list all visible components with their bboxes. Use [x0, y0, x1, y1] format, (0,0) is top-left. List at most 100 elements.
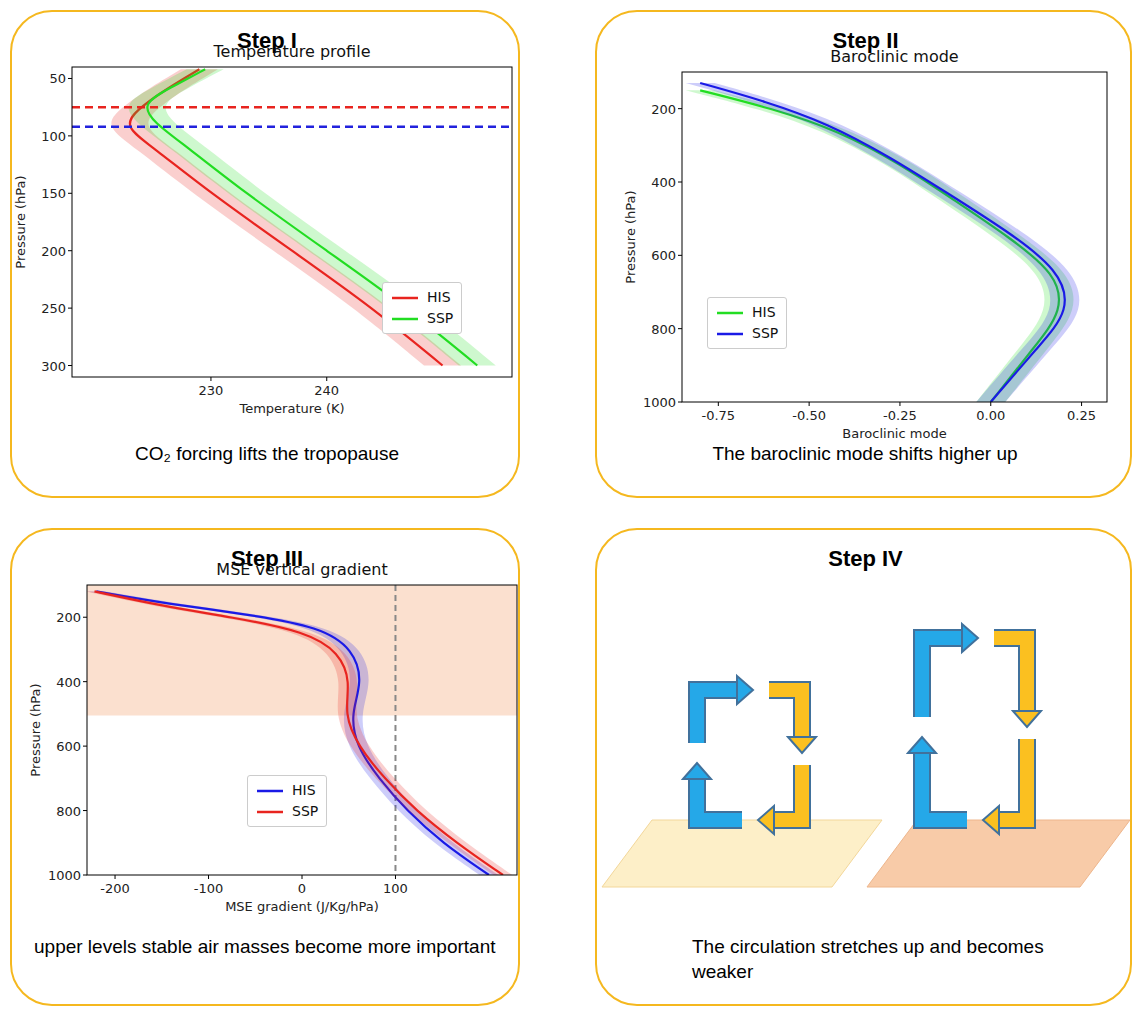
- tick-mark: [83, 810, 87, 811]
- tropopause-line: [72, 125, 512, 128]
- profile-line: [94, 591, 503, 875]
- axis-label: 200: [651, 101, 676, 116]
- circulation-arrow: [994, 638, 1041, 727]
- tick-mark: [678, 182, 682, 183]
- tick-mark: [83, 617, 87, 618]
- axis-label: -0.50: [792, 408, 826, 423]
- tick-mark: [990, 402, 991, 406]
- axis-label: 150: [41, 186, 66, 201]
- chart-title: MSE vertical gradient: [216, 560, 387, 579]
- circulation-arrow: [683, 763, 742, 820]
- tick-mark: [678, 108, 682, 109]
- tropopause-line: [72, 106, 512, 109]
- circulation-arrow: [983, 739, 1027, 834]
- chart-plot: [12, 12, 522, 500]
- axis-label: 50: [49, 71, 66, 86]
- tick-mark: [718, 402, 719, 406]
- axis-label: 600: [651, 248, 676, 263]
- step-caption: The circulation stretches up and becomes…: [692, 935, 1052, 984]
- axis-label: 200: [56, 610, 81, 625]
- circulation-arrow: [758, 765, 802, 834]
- axis-label: 250: [41, 301, 66, 316]
- tick-mark: [899, 402, 900, 406]
- axis-label: 800: [651, 321, 676, 336]
- chart-legend: HISSSP: [247, 775, 327, 827]
- tick-mark: [68, 250, 72, 251]
- step-panel: Step IIIupper levels stable air masses b…: [10, 528, 520, 1006]
- axis-label: Pressure (hPa): [13, 175, 28, 268]
- chart-legend: HISSSP: [382, 282, 462, 334]
- legend-text: HIS: [427, 287, 451, 308]
- axis-label: 200: [41, 243, 66, 258]
- uncertainty-band: [686, 83, 1080, 402]
- step-panel: Step IV The circulation stretches up and …: [595, 528, 1132, 1006]
- tick-mark: [115, 875, 116, 879]
- axis-label: -200: [100, 881, 130, 896]
- axis-label: 100: [383, 881, 408, 896]
- legend-text: SSP: [752, 323, 778, 344]
- circulation-arrow: [697, 676, 753, 743]
- axis-label: 1000: [48, 868, 81, 883]
- circulation-arrow: [922, 624, 978, 717]
- axis-label: 400: [651, 175, 676, 190]
- legend-line-sample: [716, 308, 744, 318]
- plot-frame: [72, 67, 512, 377]
- chart-title: Baroclinic mode: [830, 47, 958, 66]
- tick-mark: [68, 365, 72, 366]
- axis-label: 300: [41, 358, 66, 373]
- step-panel: Step IIThe baroclinic mode shifts higher…: [595, 10, 1132, 498]
- tick-mark: [326, 377, 327, 381]
- tick-mark: [68, 193, 72, 194]
- axis-label: Baroclinic mode: [842, 426, 946, 441]
- tick-mark: [210, 377, 211, 381]
- axis-label: -0.75: [701, 408, 735, 423]
- tick-mark: [68, 135, 72, 136]
- legend-entry: SSP: [391, 308, 453, 329]
- uncertainty-band: [87, 591, 512, 875]
- surface-current: [602, 820, 882, 887]
- axis-label: 800: [56, 803, 81, 818]
- axis-label: MSE gradient (J/Kg/hPa): [225, 899, 379, 914]
- tick-mark: [83, 746, 87, 747]
- profile-line: [147, 69, 477, 365]
- axis-label: 1000: [643, 395, 676, 410]
- legend-line-sample: [716, 329, 744, 339]
- chart-legend: HISSSP: [707, 297, 787, 349]
- step-caption: upper levels stable air masses become mo…: [34, 935, 504, 960]
- axis-label: Pressure (hPa): [623, 190, 638, 283]
- reference-line: [394, 585, 396, 875]
- axis-label: -0.25: [883, 408, 917, 423]
- legend-entry: HIS: [716, 302, 778, 323]
- step-caption: CO₂ forcing lifts the tropopause: [27, 442, 507, 467]
- step-caption: The baroclinic mode shifts higher up: [615, 442, 1115, 467]
- axis-label: 0.25: [1067, 408, 1096, 423]
- legend-text: HIS: [292, 780, 316, 801]
- legend-entry: HIS: [256, 780, 318, 801]
- axis-label: Temperature (K): [239, 401, 344, 416]
- profile-line: [96, 591, 489, 875]
- legend-line-sample: [391, 293, 419, 303]
- circulation-arrow: [908, 737, 967, 820]
- tick-mark: [68, 78, 72, 79]
- legend-entry: HIS: [391, 287, 453, 308]
- tick-mark: [68, 308, 72, 309]
- profile-line: [700, 90, 1059, 402]
- tick-mark: [83, 681, 87, 682]
- step-title: Step IV: [828, 546, 903, 572]
- axis-label: 400: [56, 674, 81, 689]
- axis-label: -100: [194, 881, 224, 896]
- tick-mark: [809, 402, 810, 406]
- plot-frame: [87, 585, 517, 875]
- axis-label: 230: [199, 383, 224, 398]
- tick-mark: [678, 328, 682, 329]
- legend-line-sample: [256, 807, 284, 817]
- uncertainty-band: [129, 69, 496, 365]
- axis-label: 0.00: [976, 408, 1005, 423]
- plot-frame: [682, 72, 1107, 402]
- axis-label: 600: [56, 739, 81, 754]
- tick-mark: [395, 875, 396, 879]
- legend-line-sample: [391, 314, 419, 324]
- tick-mark: [678, 255, 682, 256]
- tick-mark: [83, 875, 87, 876]
